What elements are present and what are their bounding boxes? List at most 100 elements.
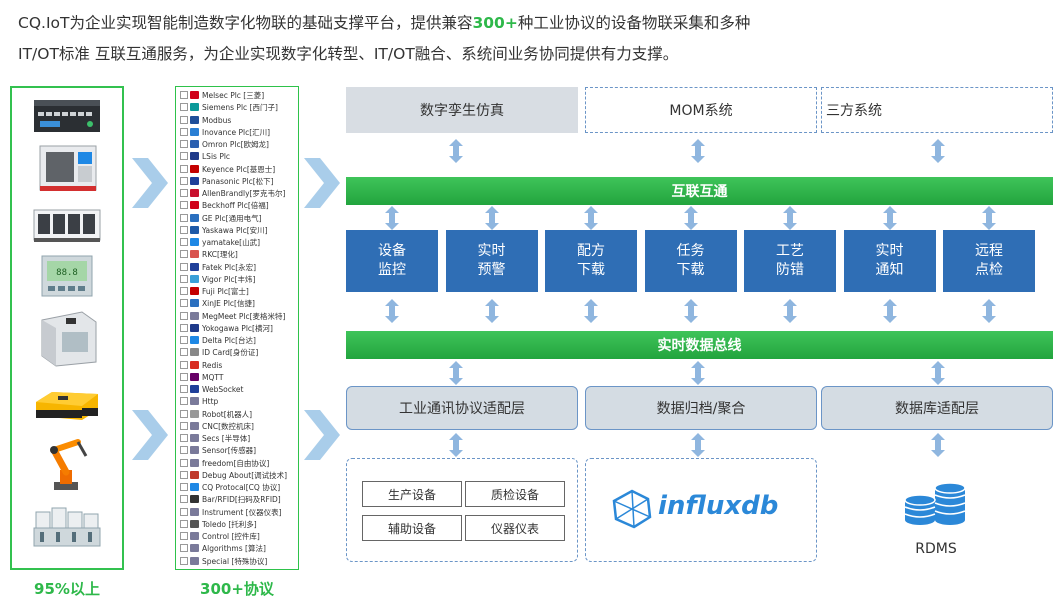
- expand-toggle-icon[interactable]: [180, 372, 188, 381]
- protocol-item[interactable]: Instrument [仪器仪表]: [180, 507, 282, 519]
- expand-toggle-icon[interactable]: [180, 397, 188, 406]
- ge-icon: [190, 213, 199, 222]
- expand-toggle-icon[interactable]: [180, 201, 188, 210]
- expand-toggle-icon[interactable]: [180, 103, 188, 112]
- protocol-item[interactable]: CQ Protocal[CQ 协议]: [180, 482, 280, 494]
- protocol-item[interactable]: Melsec Plc [三菱]: [180, 90, 264, 102]
- protocol-item[interactable]: WebSocket: [180, 384, 243, 396]
- expand-toggle-icon[interactable]: [180, 115, 188, 124]
- expand-toggle-icon[interactable]: [180, 164, 188, 173]
- expand-toggle-icon[interactable]: [180, 152, 188, 161]
- protocol-item[interactable]: MegMeet Plc[麦格米特]: [180, 311, 285, 323]
- agv-vehicle-image: [36, 392, 98, 420]
- expand-toggle-icon[interactable]: [180, 250, 188, 259]
- expand-toggle-icon[interactable]: [180, 225, 188, 234]
- bidirectional-arrow-icon: [449, 433, 463, 457]
- expand-toggle-icon[interactable]: [180, 311, 188, 320]
- expand-toggle-icon[interactable]: [180, 238, 188, 246]
- protocol-item[interactable]: freedom[自由协议]: [180, 458, 269, 470]
- devices-footer-label: 95%以上: [34, 580, 100, 598]
- expand-toggle-icon[interactable]: [180, 274, 188, 283]
- bidirectional-arrow-icon: [484, 206, 499, 230]
- protocol-item[interactable]: Toledo [托利多]: [180, 519, 257, 531]
- expand-toggle-icon[interactable]: [180, 189, 188, 197]
- bidirectional-arrow-icon: [584, 206, 598, 230]
- protocol-item[interactable]: Robot[机器人]: [180, 409, 252, 421]
- protocol-label: Toledo [托利多]: [202, 519, 257, 529]
- protocol-item[interactable]: Modbus: [180, 115, 231, 127]
- intro-line-2: IT/OT标准 互联互通服务，为企业实现数字化转型、IT/OT融合、系统间业务协…: [18, 45, 679, 63]
- protocol-item[interactable]: CNC[数控机床]: [180, 421, 254, 433]
- protocol-item[interactable]: Debug About[调试技术]: [180, 470, 287, 482]
- expand-toggle-icon[interactable]: [180, 262, 188, 271]
- expand-toggle-icon[interactable]: [180, 287, 188, 295]
- protocol-label: Siemens Plc [西门子]: [202, 103, 278, 113]
- protocol-item[interactable]: Omron Plc[欧姆龙]: [180, 139, 269, 151]
- expand-toggle-icon[interactable]: [180, 385, 188, 393]
- protocol-item[interactable]: Algorithms [算法]: [180, 543, 266, 555]
- protocol-item[interactable]: Sensor[传感器]: [180, 445, 256, 457]
- protocol-item[interactable]: XinJE Plc[信捷]: [180, 298, 255, 310]
- protocol-item[interactable]: Inovance Plc[汇川]: [180, 127, 270, 139]
- protocol-item[interactable]: GE Plc[通用电气]: [180, 213, 262, 225]
- protocol-item[interactable]: Secs [半导体]: [180, 433, 250, 445]
- mitsubishi-icon: [190, 91, 199, 99]
- protocol-item[interactable]: LSis Plc: [180, 151, 230, 163]
- protocol-item[interactable]: Fatek Plc[永宏]: [180, 262, 256, 274]
- expand-toggle-icon[interactable]: [180, 127, 188, 136]
- expand-toggle-icon[interactable]: [180, 434, 188, 442]
- influxdb-logo-icon: [612, 489, 652, 529]
- protocol-item[interactable]: yamatake[山武]: [180, 237, 260, 249]
- function-label-line2: 通知: [875, 262, 904, 278]
- protocol-item[interactable]: Keyence Plc[基恩士]: [180, 164, 275, 176]
- expand-toggle-icon[interactable]: [180, 483, 188, 491]
- expand-toggle-icon[interactable]: [180, 532, 188, 540]
- protocol-item[interactable]: ID Card[身份证]: [180, 347, 258, 359]
- expand-toggle-icon[interactable]: [180, 507, 188, 516]
- expand-toggle-icon[interactable]: [180, 299, 188, 308]
- expand-toggle-icon[interactable]: [180, 336, 188, 344]
- expand-toggle-icon[interactable]: [180, 213, 188, 222]
- expand-toggle-icon[interactable]: [180, 470, 188, 479]
- protocol-item[interactable]: Delta Plc[台达]: [180, 335, 256, 347]
- protocol-label: WebSocket: [202, 385, 244, 394]
- protocol-item[interactable]: Control [控件库]: [180, 531, 260, 543]
- expand-toggle-icon[interactable]: [180, 91, 188, 99]
- protocol-label: Panasonic Plc[松下]: [202, 176, 274, 186]
- protocol-item[interactable]: AllenBrandly[罗克韦尔]: [180, 188, 285, 200]
- protocol-item[interactable]: Fuji Plc[富士]: [180, 286, 249, 298]
- protocol-label: Fatek Plc[永宏]: [202, 262, 257, 272]
- protocol-item[interactable]: Panasonic Plc[松下]: [180, 176, 274, 188]
- protocol-label: Redis: [202, 360, 223, 370]
- protocol-item[interactable]: Special [特殊协议]: [180, 556, 267, 568]
- protocol-item[interactable]: Vigor Plc[丰炜]: [180, 274, 255, 286]
- bidirectional-arrow-icon: [385, 206, 399, 230]
- protocol-item[interactable]: Redis: [180, 360, 222, 372]
- expand-toggle-icon[interactable]: [180, 409, 188, 418]
- expand-toggle-icon[interactable]: [180, 458, 188, 467]
- function-label-line1: 实时: [875, 243, 904, 259]
- expand-toggle-icon[interactable]: [180, 140, 188, 148]
- expand-toggle-icon[interactable]: [180, 556, 188, 565]
- protocol-item[interactable]: Beckhoff Plc[倍福]: [180, 200, 269, 212]
- protocol-item[interactable]: RKC[理化]: [180, 249, 238, 261]
- protocol-item[interactable]: Yokogawa Plc[横河]: [180, 323, 273, 335]
- protocol-item[interactable]: MQTT: [180, 372, 223, 384]
- expand-toggle-icon[interactable]: [180, 495, 188, 504]
- protocol-label: Robot[机器人]: [202, 409, 253, 419]
- protocol-item[interactable]: Siemens Plc [西门子]: [180, 102, 278, 114]
- expand-toggle-icon[interactable]: [180, 360, 188, 369]
- expand-toggle-icon[interactable]: [180, 519, 188, 528]
- instrument-icon: [190, 507, 199, 516]
- expand-toggle-icon[interactable]: [180, 348, 188, 357]
- expand-toggle-icon[interactable]: [180, 544, 188, 553]
- expand-toggle-icon[interactable]: [180, 323, 188, 332]
- protocol-label: Yaskawa Plc[安川]: [202, 225, 268, 235]
- modbus-icon: [190, 115, 199, 124]
- protocol-item[interactable]: Http: [180, 396, 218, 408]
- expand-toggle-icon[interactable]: [180, 176, 188, 185]
- protocol-item[interactable]: Yaskawa Plc[安川]: [180, 225, 268, 237]
- expand-toggle-icon[interactable]: [180, 446, 188, 455]
- expand-toggle-icon[interactable]: [180, 421, 188, 430]
- protocol-item[interactable]: Bar/RFID[扫码及RFID]: [180, 494, 281, 506]
